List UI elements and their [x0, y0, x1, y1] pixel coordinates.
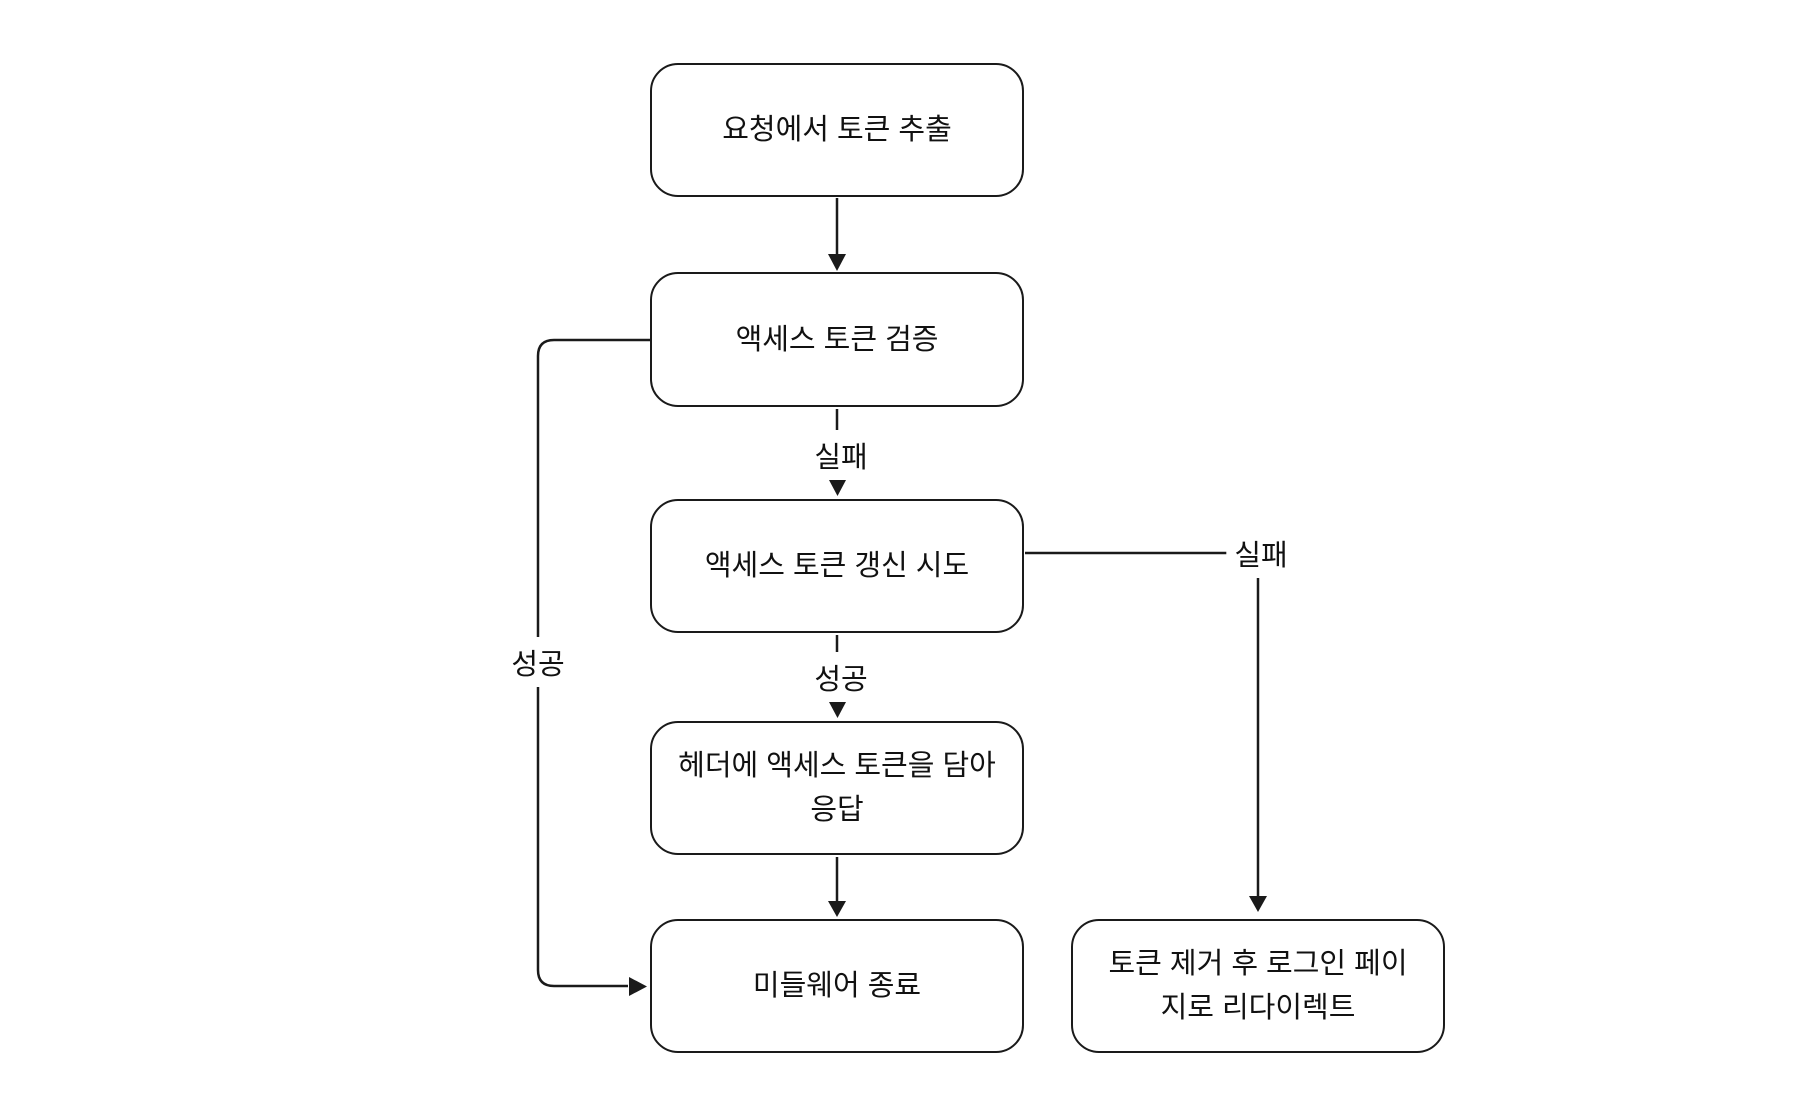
- edge-refresh-to-redirect: [1025, 551, 1260, 896]
- node-verify-access-token-label: 액세스 토큰 검증: [735, 323, 939, 356]
- arrowhead-refresh-to-redirect-icon: [1249, 896, 1267, 912]
- arrowhead-refresh-to-respond-icon: [829, 702, 846, 718]
- node-middleware-end: 미들웨어 종료: [650, 919, 1024, 1053]
- node-middleware-end-label: 미들웨어 종료: [752, 970, 922, 1002]
- edge-label-verify-fail: 실패: [806, 430, 876, 480]
- arrowhead-respond-to-end-icon: [828, 901, 846, 917]
- node-refresh-access-token-label: 액세스 토큰 갱신 시도: [704, 550, 970, 582]
- node-remove-token-redirect-login: 토큰 제거 후 로그인 페이지로 리다이렉트: [1071, 919, 1445, 1053]
- node-respond-with-token-header: 헤더에 액세스 토큰을 담아 응답: [650, 721, 1024, 855]
- edge-label-verify-success: 성공: [503, 637, 573, 687]
- node-extract-token: 요청에서 토큰 추출: [650, 63, 1024, 197]
- edge-label-refresh-fail: 실패: [1226, 528, 1296, 578]
- edge-label-refresh-success: 성공: [806, 652, 876, 702]
- node-verify-access-token: 액세스 토큰 검증: [650, 272, 1024, 407]
- node-remove-token-redirect-login-label: 토큰 제거 후 로그인 페이지로 리다이렉트: [1108, 948, 1408, 1024]
- arrowhead-verify-to-end-icon: [629, 977, 647, 996]
- arrowhead-verify-to-refresh-icon: [829, 480, 846, 496]
- node-respond-with-token-header-label: 헤더에 액세스 토큰을 담아 응답: [678, 750, 996, 826]
- node-refresh-access-token: 액세스 토큰 갱신 시도: [650, 499, 1024, 633]
- node-extract-token-label: 요청에서 토큰 추출: [722, 114, 952, 146]
- arrowhead-extract-to-verify-icon: [828, 254, 846, 271]
